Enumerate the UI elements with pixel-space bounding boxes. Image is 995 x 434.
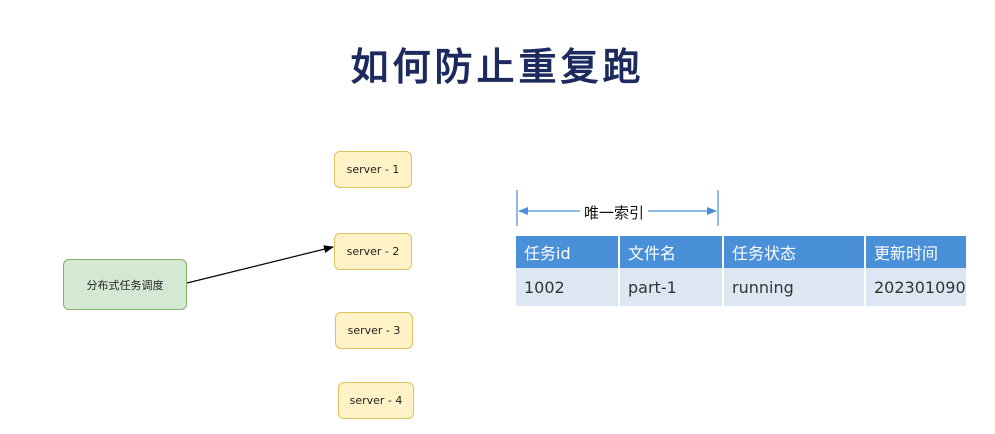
cell-file-name: part-1 [619, 268, 724, 306]
table-row: 1002 part-1 running 202301090 [516, 268, 966, 306]
unique-index-label: 唯一索引 [580, 202, 649, 223]
column-header-file-name: 文件名 [619, 236, 724, 268]
server-node-1: server - 1 [334, 151, 412, 188]
column-header-task-status: 任务状态 [723, 236, 866, 268]
table-header-row: 任务id 文件名 任务状态 更新时间 [516, 236, 966, 268]
scheduler-node: 分布式任务调度 [63, 259, 187, 310]
column-header-update-time: 更新时间 [865, 236, 966, 268]
server-node-4: server - 4 [338, 382, 414, 419]
cell-task-id: 1002 [516, 268, 620, 306]
cell-task-status: running [723, 268, 866, 306]
task-table: 任务id 文件名 任务状态 更新时间 1002 part-1 running 2… [516, 236, 966, 306]
column-header-task-id: 任务id [516, 236, 620, 268]
server-node-3: server - 3 [335, 312, 413, 349]
server-node-2: server - 2 [334, 233, 412, 270]
scheduler-to-server-2-arrow [186, 245, 334, 284]
page-title: 如何防止重复跑 [350, 45, 645, 89]
cell-update-time: 202301090 [865, 268, 966, 306]
